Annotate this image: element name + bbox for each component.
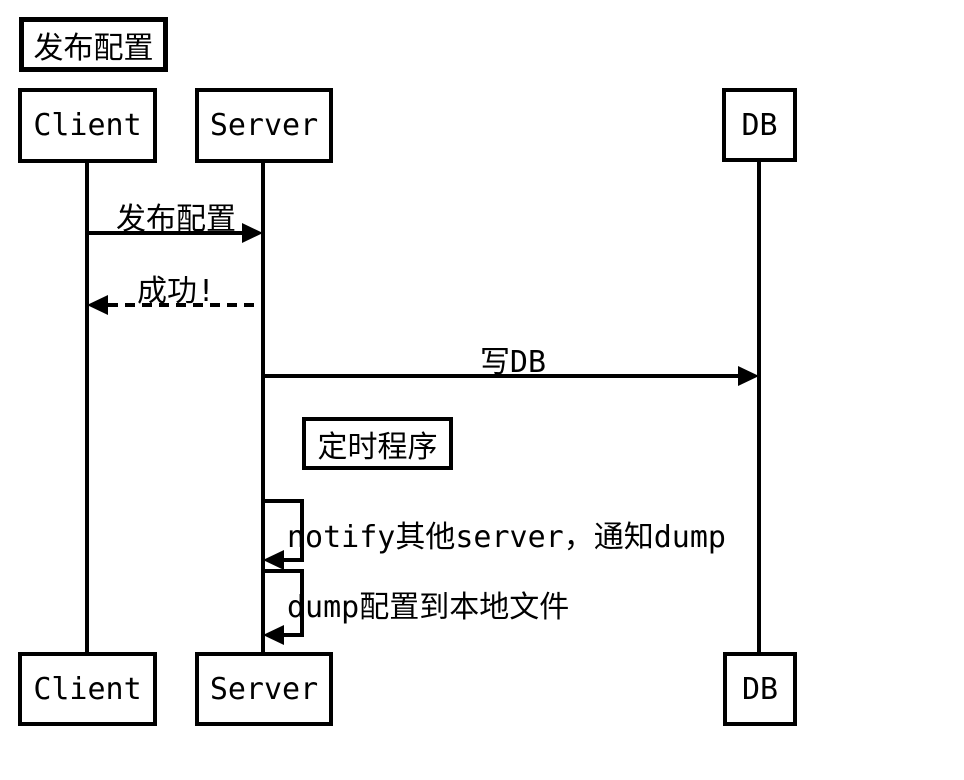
participant-top-client: Client: [18, 88, 157, 163]
self-message-dump-label: dump配置到本地文件: [287, 590, 570, 625]
self-message-notify-line-bottom: [284, 558, 304, 562]
arrowhead-left-icon: [263, 625, 284, 645]
diagram-title-box: 发布配置: [19, 17, 168, 72]
message-success-line: [108, 303, 263, 307]
self-message-dump-line-bottom: [284, 633, 304, 637]
diagram-title: 发布配置: [33, 30, 154, 66]
participant-bottom-db: DB: [723, 652, 797, 726]
timer-note-box: 定时程序: [302, 417, 453, 470]
participant-label: Client: [33, 108, 142, 143]
timer-note-label: 定时程序: [317, 429, 438, 465]
lifeline-server: [261, 162, 265, 652]
message-writedb-line: [263, 374, 739, 378]
arrowhead-right-icon: [242, 223, 263, 243]
message-publish-line: [87, 231, 245, 235]
participant-label: DB: [741, 671, 779, 707]
self-message-notify-line-right: [300, 499, 304, 562]
self-message-notify-label: notify其他server，通知dump: [287, 520, 726, 555]
participant-top-server: Server: [195, 88, 333, 163]
arrowhead-left-icon: [87, 295, 108, 315]
participant-bottom-client: Client: [18, 652, 157, 726]
participant-label: Server: [209, 671, 319, 707]
arrowhead-left-icon: [263, 550, 284, 570]
lifeline-db: [757, 161, 761, 652]
participant-label: Client: [33, 671, 142, 707]
lifeline-client: [85, 162, 89, 652]
self-message-dump-line-top: [263, 569, 304, 573]
self-message-notify-line-top: [263, 499, 304, 503]
participant-top-db: DB: [722, 88, 797, 162]
arrowhead-right-icon: [738, 366, 759, 386]
self-message-dump-line-right: [300, 569, 304, 637]
participant-label: DB: [741, 107, 778, 143]
participant-label: Server: [209, 108, 319, 143]
participant-bottom-server: Server: [195, 652, 333, 726]
